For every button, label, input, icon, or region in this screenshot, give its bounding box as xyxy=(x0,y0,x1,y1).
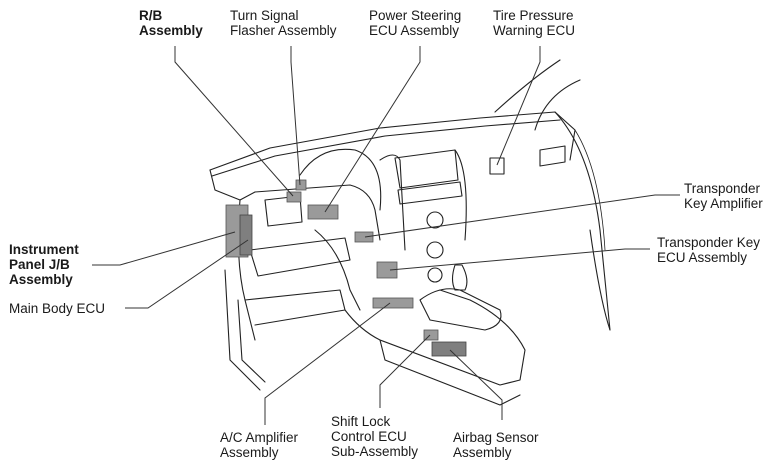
label-instrument-panel-jb: Instrument Panel J/B Assembly xyxy=(9,242,79,287)
airbag-sensor-part xyxy=(431,341,467,357)
components xyxy=(225,157,505,357)
label-transponder-key-ecu: Transponder Key ECU Assembly xyxy=(657,235,761,265)
leader-transponder-ecu xyxy=(389,248,650,271)
leader-instrument-panel-jb xyxy=(92,231,236,266)
transponder-ecu-part xyxy=(376,261,398,279)
power-steering-part xyxy=(307,204,339,220)
turn-signal-part xyxy=(295,179,307,191)
rb-part xyxy=(286,191,302,203)
leader-tire-pressure xyxy=(496,46,541,166)
leader-lines xyxy=(92,46,680,425)
label-power-steering-ecu: Power Steering ECU Assembly xyxy=(369,8,462,38)
label-turn-signal-flasher: Turn Signal Flasher Assembly xyxy=(230,8,337,38)
leader-ac-amplifier xyxy=(264,302,391,425)
tire-pressure-part xyxy=(489,157,505,175)
leader-turn-signal xyxy=(290,46,301,186)
leader-airbag-sensor xyxy=(449,349,503,420)
leader-rb xyxy=(174,46,294,197)
label-ac-amplifier: A/C Amplifier Assembly xyxy=(220,430,299,460)
label-rb-assembly: R/B Assembly xyxy=(139,8,203,38)
label-airbag-sensor: Airbag Sensor Assembly xyxy=(453,430,539,460)
label-transponder-key-amplifier: Transponder Key Amplifier xyxy=(684,181,763,211)
leader-shift-lock xyxy=(379,334,431,408)
main-body-ecu-part xyxy=(239,214,253,256)
leader-power-steering xyxy=(324,46,421,213)
dashboard-line-art xyxy=(209,59,611,406)
label-shift-lock-ecu: Shift Lock Control ECU Sub-Assembly xyxy=(331,414,419,459)
shift-lock-part xyxy=(423,329,439,341)
ac-amplifier-part xyxy=(372,297,414,309)
leader-transponder-amp xyxy=(364,194,680,238)
transponder-amp-part xyxy=(354,231,374,243)
label-main-body-ecu: Main Body ECU xyxy=(9,301,106,316)
label-tire-pressure-ecu: Tire Pressure Warning ECU xyxy=(493,8,576,38)
leader-main-body-ecu xyxy=(125,239,249,309)
